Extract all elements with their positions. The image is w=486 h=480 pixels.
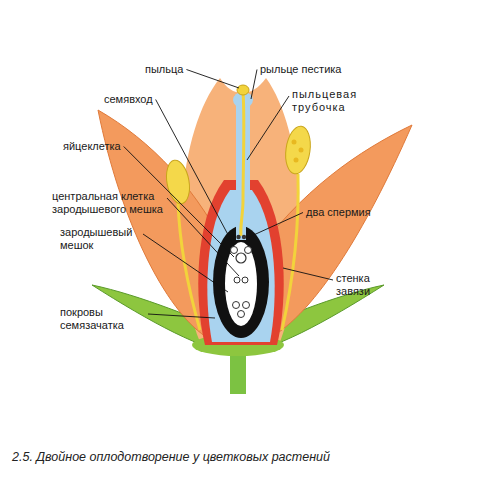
pollen [237, 85, 249, 95]
leader-line [251, 70, 257, 100]
anther [283, 125, 313, 176]
embryo-sac [225, 242, 257, 326]
leader-line [247, 96, 289, 160]
stem [230, 350, 246, 394]
pollen-grain [299, 148, 304, 153]
leader-line [167, 198, 239, 276]
leader-line [143, 234, 228, 292]
part-label: зародышевый мешок [60, 226, 140, 252]
ovary-wall [198, 180, 283, 345]
figure-caption: 2.5. Двойное оплодотворение у цветковых … [12, 450, 330, 464]
part-label: центральная клетка зародышевого мешка [52, 190, 164, 216]
part-label: семявход [104, 93, 153, 106]
antipodal-cell [233, 302, 240, 309]
part-label: яйцеклетка [63, 140, 121, 153]
part-label: рыльце пестика [260, 63, 341, 76]
pollen-tube [241, 92, 244, 236]
synergid [231, 247, 238, 254]
synergid [245, 247, 252, 254]
part-label: пыльцевая трубочка [292, 88, 382, 114]
antipodal-cell [238, 311, 245, 318]
sperm-cell [236, 235, 240, 239]
polar-nucleus [234, 277, 240, 283]
antipodal-cell [243, 302, 250, 309]
part-label: покровы семязачатка [60, 306, 145, 332]
polar-nucleus [242, 277, 248, 283]
leader-line [283, 268, 333, 280]
part-label: стенка завязи [336, 272, 391, 298]
leader-line [186, 70, 239, 89]
leader-line [148, 314, 215, 318]
egg-cell [236, 253, 246, 263]
leader-line [247, 213, 303, 239]
part-label: пыльца [145, 63, 183, 76]
pollen-grain [292, 140, 297, 145]
pollen-grain [294, 158, 299, 163]
flower-drawing [92, 78, 412, 394]
ovule-integuments [213, 226, 269, 338]
leader-line [156, 100, 233, 245]
part-label: два спермия [306, 206, 371, 219]
sperm-cell [242, 235, 246, 239]
filament [282, 174, 298, 330]
